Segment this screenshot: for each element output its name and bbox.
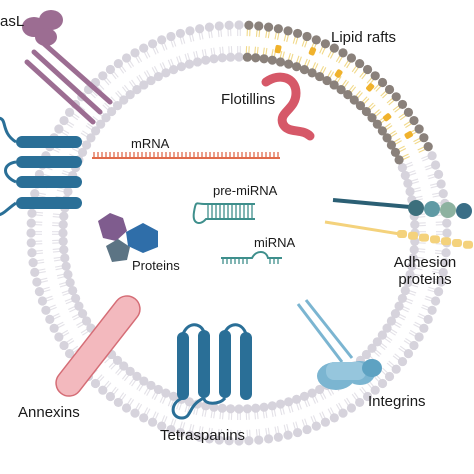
mirna-label: miRNA <box>254 235 296 250</box>
mrna-strand <box>92 152 280 159</box>
fasl-label: asL <box>0 13 25 30</box>
mrna-label: mRNA <box>131 136 170 151</box>
flotillin-protein <box>261 72 315 141</box>
pre-mirna-label: pre-miRNA <box>213 183 278 198</box>
pre-mirna-hairpin <box>192 202 255 225</box>
lipid-raft-region <box>242 20 433 165</box>
adhesion-proteins-line2: proteins <box>398 270 452 288</box>
annexin-protein <box>55 295 141 397</box>
protein-purple-blob <box>98 213 127 241</box>
adhesion-protein-dark <box>332 198 472 219</box>
annexins-label: Annexins <box>18 404 80 421</box>
adhesion-protein-yellow <box>324 220 473 249</box>
tetraspanin-bottom-protein <box>171 323 252 420</box>
mirna-strand <box>221 251 282 264</box>
proteins-label: Proteins <box>132 258 180 273</box>
fasl-protein <box>22 10 113 125</box>
protein-cluster <box>98 213 158 262</box>
adhesion-proteins-label: Adhesion proteins <box>382 254 468 289</box>
tetraspanins-label: Tetraspanins <box>160 427 246 444</box>
integrin-protein <box>296 299 382 390</box>
tetraspanin-left-protein <box>0 116 82 217</box>
protein-blue-blob <box>126 223 158 253</box>
lipid-rafts-label: Lipid rafts <box>331 29 397 46</box>
integrins-label: Integrins <box>368 393 426 410</box>
adhesion-proteins-line1: Adhesion <box>393 254 457 271</box>
flotillins-label: Flotillins <box>221 91 276 108</box>
protein-slate-blob <box>106 239 130 262</box>
